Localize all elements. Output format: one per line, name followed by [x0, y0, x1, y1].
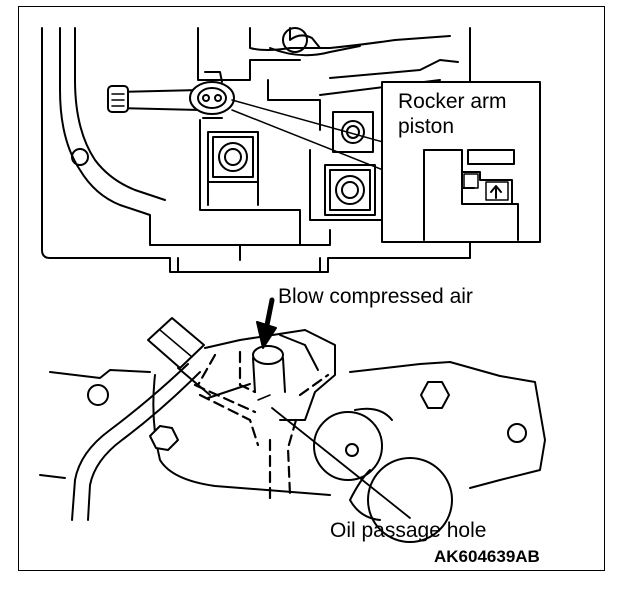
rocker-shaft-bottom-view — [39, 317, 546, 543]
label-blow-compressed-air: Blow compressed air — [278, 285, 473, 308]
label-oil-passage-hole: Oil passage hole — [330, 519, 486, 542]
figure-code: AK604639AB — [434, 547, 540, 566]
air-arrow — [256, 297, 277, 349]
label-piston: piston — [398, 115, 454, 138]
rocker-arm-piston-inset — [381, 81, 541, 243]
cylinder-head-top-view — [41, 27, 471, 273]
label-rocker-arm: Rocker arm — [398, 90, 507, 113]
